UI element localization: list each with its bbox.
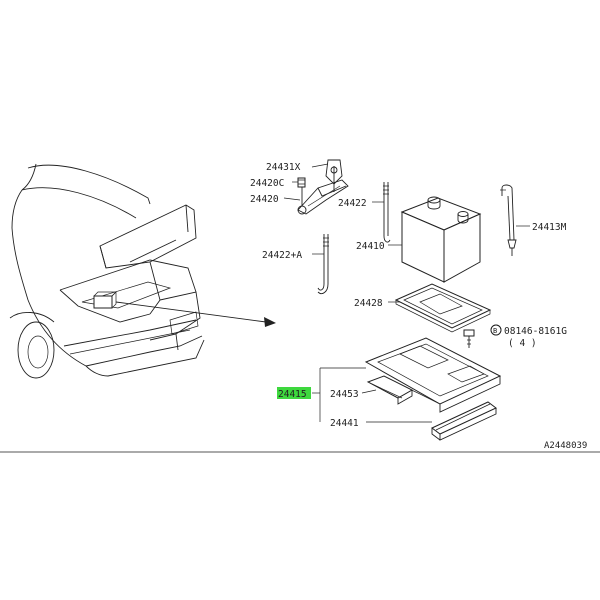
label-24410: 24410 xyxy=(356,241,385,252)
figure-code: A2448039 xyxy=(544,441,587,451)
label-08146-prefix: B xyxy=(493,327,497,335)
battery-in-trunk xyxy=(93,295,113,309)
hold-down-rod-24422A xyxy=(317,234,329,295)
battery-base-frame xyxy=(364,337,502,441)
label-08146-prefix-circle xyxy=(490,324,502,336)
label-24431X: 24431X xyxy=(266,162,301,173)
pointer-arrow xyxy=(115,301,267,323)
hold-down-bracket xyxy=(297,159,349,215)
highlight-24415 xyxy=(277,387,311,399)
battery-tray-24428 xyxy=(394,283,492,333)
label-24420: 24420 xyxy=(250,194,279,205)
label-24420C: 24420C xyxy=(250,178,284,189)
label-24453: 24453 xyxy=(330,389,359,400)
label-24415[interactable]: 24415 xyxy=(278,389,307,400)
label-24428: 24428 xyxy=(354,298,383,309)
label-24422A: 24422+A xyxy=(262,250,302,261)
hold-down-rod-24422 xyxy=(383,182,391,243)
label-24441: 24441 xyxy=(330,418,359,429)
label-24422: 24422 xyxy=(338,198,367,209)
part-labels: 24431X 24420C 24420 24422 24422+A 24410 … xyxy=(250,162,587,451)
label-24413M: 24413M xyxy=(532,222,567,233)
label-08146: 08146-8161G xyxy=(504,326,567,337)
battery-24410 xyxy=(400,196,482,283)
vent-hose-24413M xyxy=(500,184,517,256)
label-08146-qty: ( 4 ) xyxy=(508,338,537,349)
car-illustration xyxy=(9,163,276,379)
leader-lines xyxy=(283,163,530,423)
